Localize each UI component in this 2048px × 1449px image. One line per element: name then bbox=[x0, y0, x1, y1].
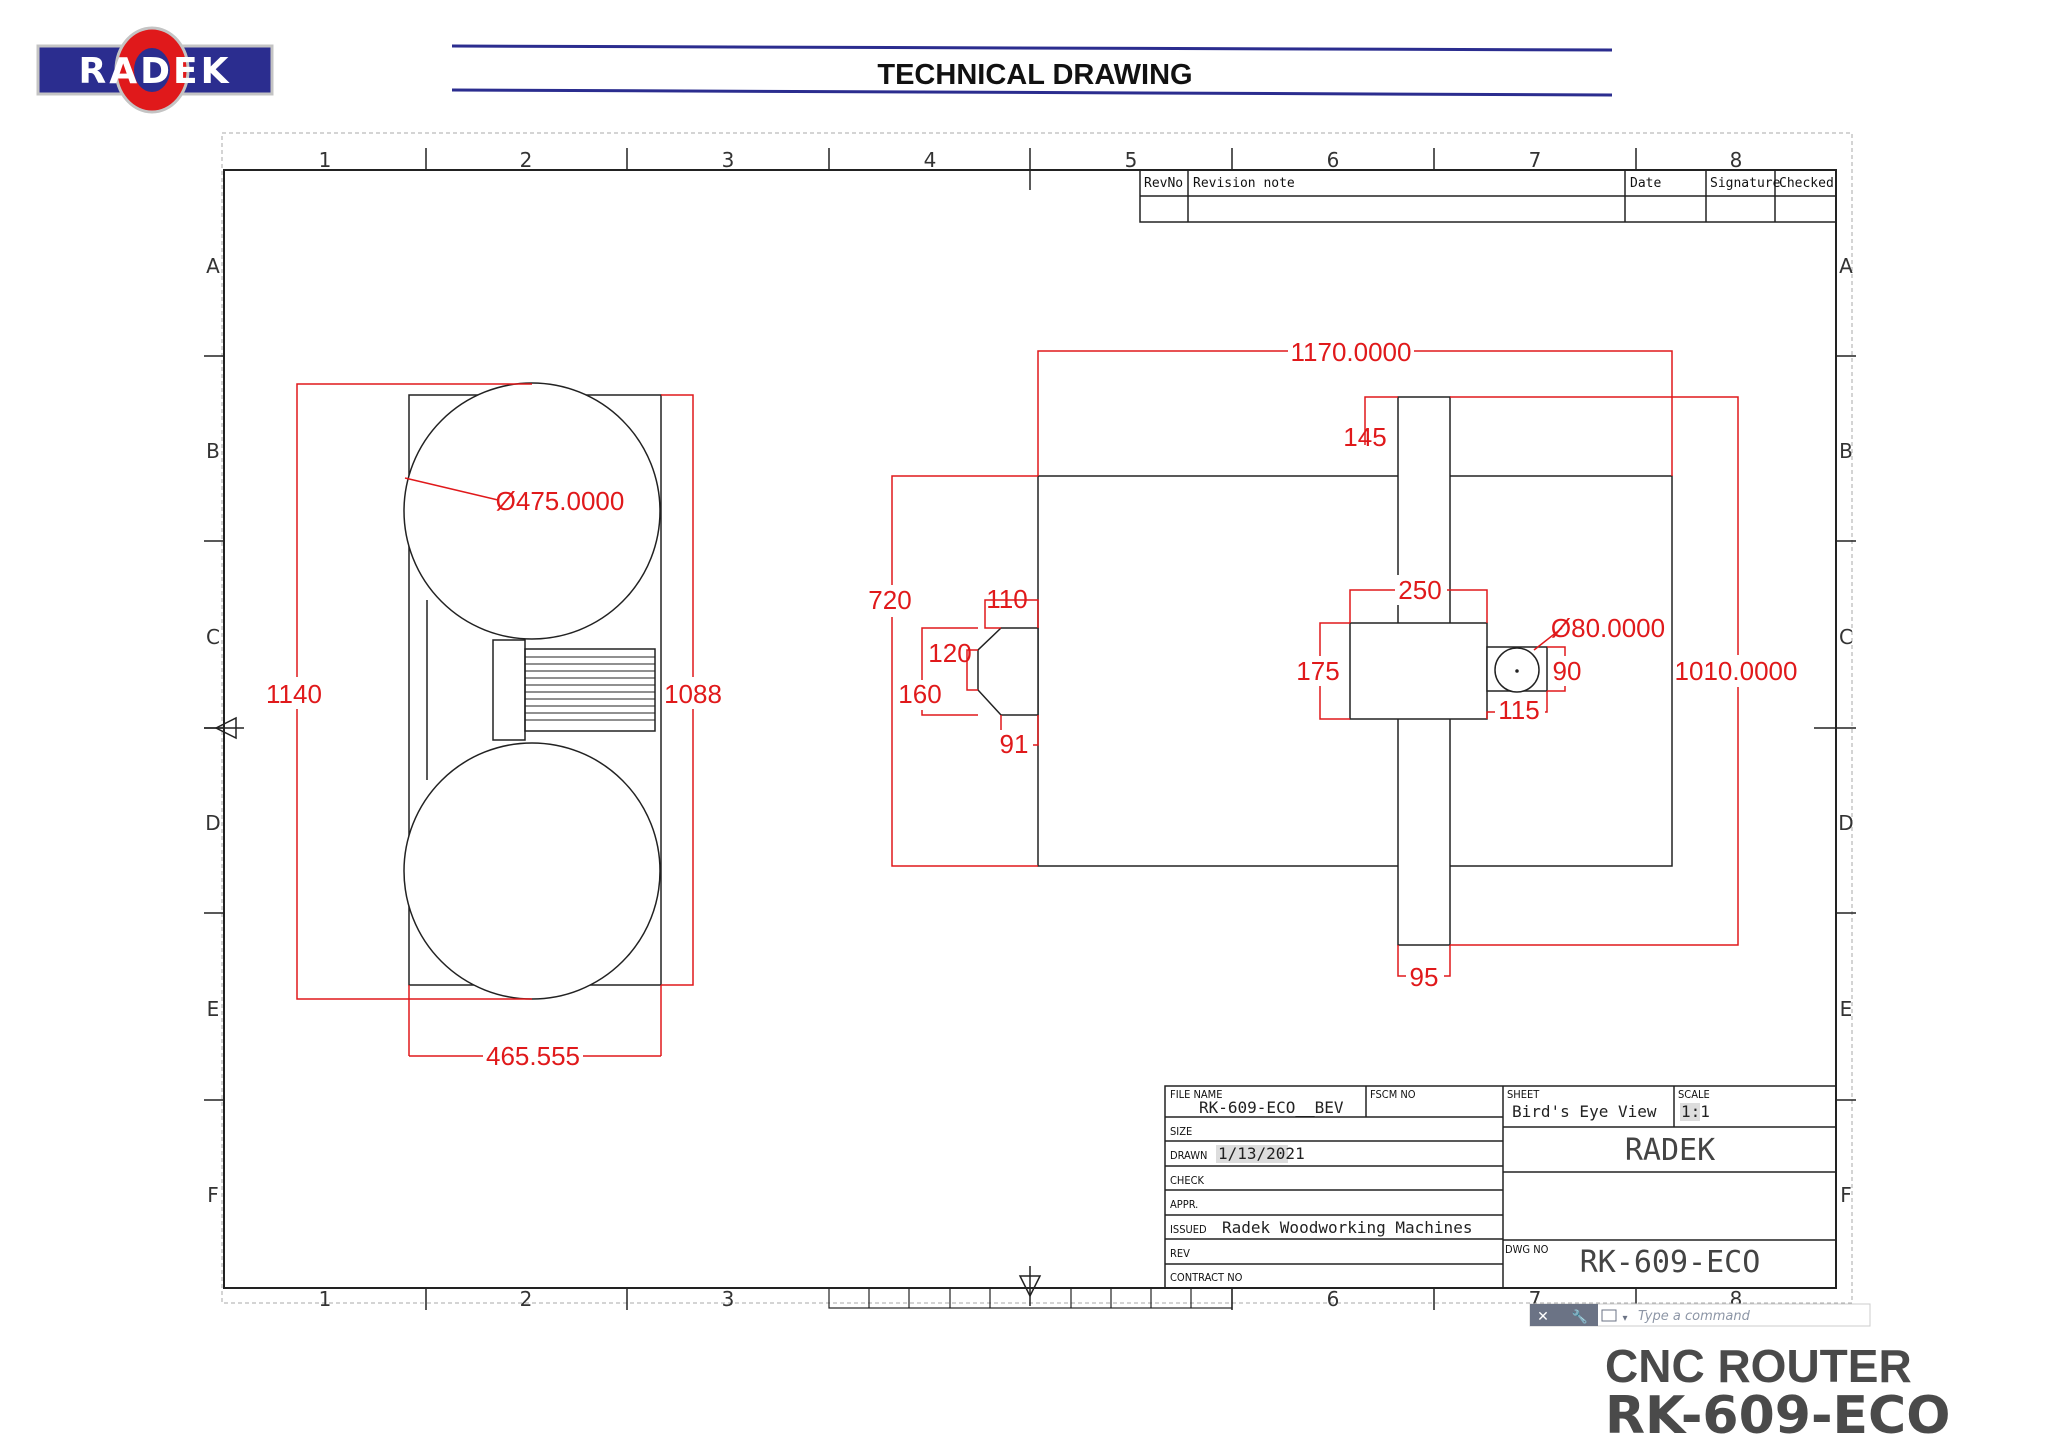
rev-label: REV bbox=[1170, 1247, 1190, 1260]
dimension-1140: 1140 bbox=[266, 679, 322, 709]
logo-wordmark: RADEK bbox=[79, 51, 232, 92]
dimension-720: 720 bbox=[868, 585, 911, 615]
title-block: FILE NAME RK-609-ECO__BEV FSCM NO SIZE D… bbox=[1164, 1085, 1837, 1289]
revision-block: RevNo Revision note Date Signature Check… bbox=[1139, 169, 1837, 223]
ruler-col-2-bottom: 2 bbox=[520, 1287, 533, 1311]
fscm-label: FSCM NO bbox=[1370, 1088, 1416, 1101]
ruler-columns: 1 2 3 4 5 6 7 8 1 2 3 6 7 8 bbox=[319, 148, 1743, 1311]
command-line-bar[interactable]: ✕ 🔧 ▾ Type a command bbox=[1529, 1303, 1871, 1327]
ruler-col-6: 6 bbox=[1327, 148, 1340, 172]
dimension-diameter-475: Ø475.0000 bbox=[496, 486, 625, 516]
ruler-col-6-bottom: 6 bbox=[1327, 1287, 1340, 1311]
ruler-row-b-right: B bbox=[1839, 439, 1853, 463]
dimension-1088: 1088 bbox=[664, 679, 722, 709]
dimension-1170: 1170.0000 bbox=[1291, 337, 1412, 367]
product-line-2: RK-609-ECO bbox=[1605, 1386, 1950, 1446]
size-label: SIZE bbox=[1170, 1125, 1192, 1138]
ruler-col-3-bottom: 3 bbox=[722, 1287, 735, 1311]
dimension-91: 91 bbox=[1000, 729, 1029, 759]
dimension-diameter-80: Ø80.0000 bbox=[1551, 613, 1665, 643]
ruler-row-e: E bbox=[207, 997, 220, 1021]
left-view-geometry bbox=[403, 382, 662, 1000]
page-title: TECHNICAL DRAWING bbox=[877, 59, 1192, 91]
command-prompt-icon[interactable] bbox=[1601, 1309, 1617, 1322]
product-line-1: CNC ROUTER bbox=[1605, 1340, 1912, 1392]
check-label: CHECK bbox=[1170, 1174, 1205, 1187]
drawn-label: DRAWN bbox=[1170, 1149, 1207, 1162]
revision-note-label: Revision note bbox=[1193, 176, 1295, 191]
radek-logo: RADEK bbox=[36, 26, 274, 114]
revision-signature-label: Signature bbox=[1710, 176, 1781, 191]
ruler-row-f-right: F bbox=[1840, 1183, 1852, 1207]
dimension-1010: 1010.0000 bbox=[1675, 656, 1798, 686]
dimension-110: 110 bbox=[986, 584, 1027, 614]
close-icon[interactable]: ✕ bbox=[1537, 1309, 1549, 1325]
contract-no-label: CONTRACT NO bbox=[1170, 1271, 1243, 1284]
right-view-geometry bbox=[977, 396, 1673, 946]
sheet-value: Bird's Eye View bbox=[1512, 1102, 1657, 1121]
ruler-row-c: C bbox=[206, 625, 220, 649]
ruler-col-1-bottom: 1 bbox=[319, 1287, 332, 1311]
company-name: RADEK bbox=[1625, 1133, 1715, 1168]
dimension-95: 95 bbox=[1410, 962, 1439, 992]
file-name-value: RK-609-ECO__BEV bbox=[1199, 1098, 1344, 1117]
dimension-250: 250 bbox=[1398, 575, 1441, 605]
dimension-175: 175 bbox=[1296, 656, 1339, 686]
ruler-row-c-right: C bbox=[1839, 625, 1853, 649]
command-input[interactable]: Type a command bbox=[1638, 1309, 1751, 1324]
issued-label: ISSUED bbox=[1170, 1223, 1207, 1236]
ruler-row-d: D bbox=[205, 811, 220, 835]
ruler-row-d-right: D bbox=[1838, 811, 1853, 835]
ruler-row-a: A bbox=[206, 254, 220, 278]
revision-checked-label: Checked bbox=[1779, 176, 1834, 191]
product-name: CNC ROUTER RK-609-ECO bbox=[1605, 1340, 1950, 1446]
ruler-col-2: 2 bbox=[520, 148, 533, 172]
ruler-rows: A B C D E F A B C D E F bbox=[205, 254, 1853, 1207]
ruler-row-b: B bbox=[206, 439, 220, 463]
page-header: TECHNICAL DRAWING bbox=[451, 44, 1613, 97]
ruler-col-4: 4 bbox=[924, 148, 937, 172]
dimension-465: 465.555 bbox=[486, 1041, 580, 1071]
scale-value: 1:1 bbox=[1681, 1102, 1710, 1121]
dimension-120: 120 bbox=[928, 638, 971, 668]
issued-value: Radek Woodworking Machines bbox=[1222, 1218, 1472, 1237]
ruler-col-1: 1 bbox=[319, 148, 332, 172]
wrench-icon[interactable]: 🔧 bbox=[1572, 1308, 1588, 1325]
dimension-160: 160 bbox=[898, 679, 941, 709]
ruler-row-f: F bbox=[207, 1183, 219, 1207]
ruler-col-8: 8 bbox=[1730, 148, 1743, 172]
scale-label: SCALE bbox=[1678, 1088, 1710, 1101]
revision-date-label: Date bbox=[1630, 176, 1661, 191]
approved-label: APPR. bbox=[1170, 1198, 1198, 1211]
file-name-label: FILE NAME bbox=[1170, 1088, 1222, 1101]
dimension-145: 145 bbox=[1343, 422, 1386, 452]
sheet-label: SHEET bbox=[1507, 1088, 1540, 1101]
ruler-row-e-right: E bbox=[1840, 997, 1853, 1021]
dimension-90: 90 bbox=[1553, 656, 1582, 686]
ruler-col-7: 7 bbox=[1529, 148, 1542, 172]
drawn-date-value: 1/13/2021 bbox=[1218, 1144, 1305, 1163]
dimension-115: 115 bbox=[1498, 695, 1539, 725]
chevron-down-icon[interactable]: ▾ bbox=[1622, 1313, 1627, 1324]
ruler-row-a-right: A bbox=[1839, 254, 1853, 278]
drawing-number-value: RK-609-ECO bbox=[1580, 1245, 1761, 1280]
drawing-number-label: DWG NO bbox=[1505, 1243, 1549, 1256]
sheet-frame bbox=[204, 132, 1856, 1310]
ruler-col-3: 3 bbox=[722, 148, 735, 172]
revision-no-label: RevNo bbox=[1144, 176, 1183, 191]
ruler-col-5: 5 bbox=[1125, 148, 1138, 172]
